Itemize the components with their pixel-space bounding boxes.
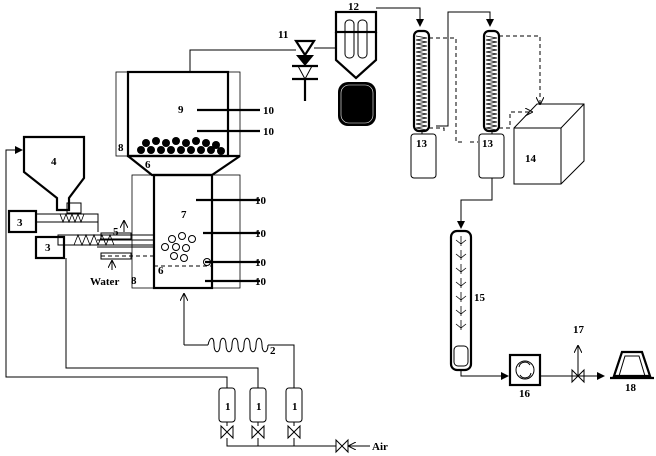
label-8b: 8 [131,275,137,287]
feed-hopper [7,135,155,270]
label-16: 16 [519,388,531,400]
label-4: 4 [51,156,57,168]
label-2: 2 [270,345,276,357]
label-12: 12 [348,1,360,13]
label-13a: 13 [416,138,428,150]
label-1c: 1 [292,401,298,413]
label-1a: 1 [225,401,231,413]
label-9: 9 [178,104,184,116]
cyclone-filter [292,39,336,101]
bubbles [161,232,211,266]
label-15: 15 [474,292,486,304]
label-14: 14 [525,153,537,165]
bed-particles [137,137,225,155]
motor-box [7,209,38,234]
packed-column [449,229,509,380]
lower-reactor [131,173,260,345]
motor-box [34,235,66,260]
label-10d: 10 [255,228,267,240]
gas-bag [610,350,654,380]
label-10b: 10 [263,126,275,138]
label-10a: 10 [263,105,275,117]
label-6a: 6 [145,159,151,171]
label-10e: 10 [255,257,267,269]
label-water: Water [90,276,119,288]
label-6b: 6 [158,265,164,277]
label-7: 7 [181,209,187,221]
condenser [334,7,424,126]
label-10f: 10 [255,276,267,288]
label-3b: 3 [45,242,51,254]
gas-meter [508,353,605,387]
upper-reactor [115,49,296,177]
preheater-coil [184,337,295,368]
condenser-columns [410,11,540,229]
label-18: 18 [625,382,637,394]
vent-valve [571,346,585,384]
label-1b: 1 [256,401,262,413]
flowmeters [5,146,370,454]
label-8a: 8 [118,142,124,154]
label-10c: 10 [255,195,267,207]
label-5: 5 [113,226,119,238]
label-air: Air [372,441,388,453]
label-11: 11 [278,29,288,41]
label-13b: 13 [482,138,494,150]
label-17: 17 [573,324,585,336]
labels: 1 1 1 2 3 3 4 5 6 6 7 8 8 9 10 10 10 10 … [17,1,637,453]
chiller [513,103,585,185]
label-3a: 3 [17,217,23,229]
